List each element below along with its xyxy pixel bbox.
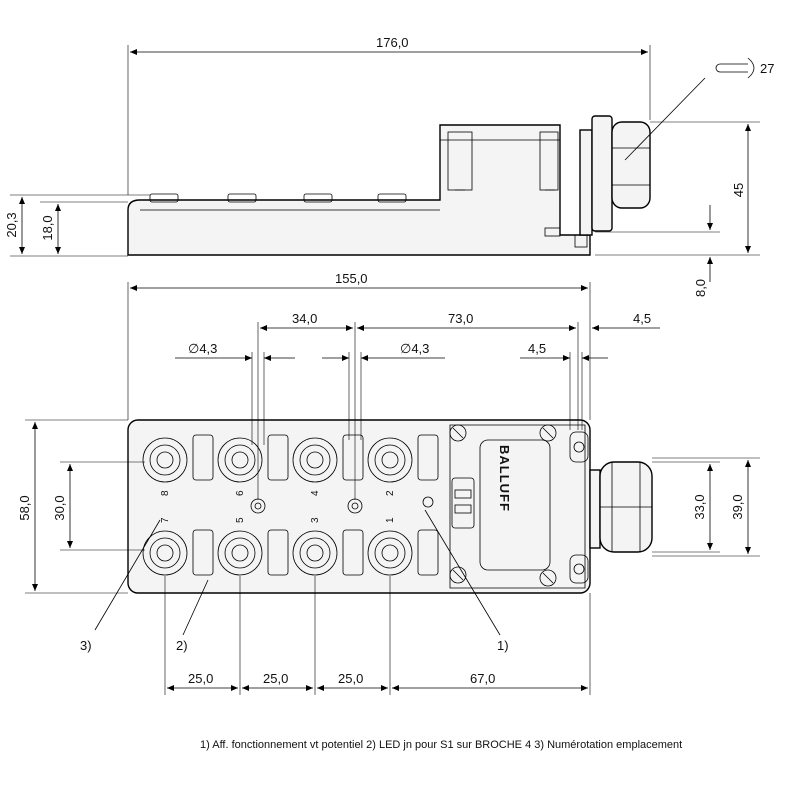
connector-port [142,437,188,483]
dim-height-18: 18,0 [40,215,55,240]
wrench-size-label: 27 [760,61,774,76]
callout-3: 3) [80,638,92,653]
dim-spacing-73: 73,0 [448,311,473,326]
port-number: 5 [235,517,246,523]
callout-1: 1) [497,638,509,653]
top-view: BALLUFF [17,271,760,695]
connector-port [367,530,413,576]
dim-hole-dia-right: ∅4,3 [400,341,429,356]
connector-port [367,437,413,483]
side-view: 27 176,0 45 8,0 20,3 18,0 [4,35,774,297]
dim-hole-dia-left: ∅4,3 [188,341,217,356]
connector-port [292,530,338,576]
dim-pitch-2: 25,0 [263,671,288,686]
dim-overall-length: 176,0 [376,35,409,50]
port-number: 4 [310,490,321,496]
cable-gland-top [589,461,653,553]
brand-logo: BALLUFF [497,445,512,512]
wrench-icon [715,57,755,79]
mounting-screws [449,424,589,587]
dim-offset-4-5-top: 4,5 [633,311,651,326]
port-number: 6 [235,490,246,496]
dim-height-20-3: 20,3 [4,212,19,237]
legend-note: 1) Aff. fonctionnement vt potentiel 2) L… [200,739,682,751]
connector-port [217,437,263,483]
port-number: 1 [385,517,396,523]
port-number: 3 [310,517,321,523]
callout-2: 2) [176,638,188,653]
cable-gland-side [579,115,651,236]
dim-width-30: 30,0 [52,495,67,520]
dim-spacing-34: 34,0 [292,311,317,326]
connector-port [217,530,263,576]
side-view-body [127,124,591,256]
connector-array [142,434,439,576]
top-view-body [127,419,591,594]
dim-width-39: 39,0 [730,494,745,519]
dim-body-length: 155,0 [335,271,368,286]
connector-port [292,437,338,483]
dim-height-45: 45 [731,183,746,197]
dim-height-8: 8,0 [693,279,708,297]
port-number: 7 [160,517,171,523]
connector-port [142,530,188,576]
port-number: 2 [385,490,396,496]
dim-width-33: 33,0 [692,494,707,519]
dim-offset-4-5: 4,5 [528,341,546,356]
dim-width-58: 58,0 [17,495,32,520]
dim-tail-67: 67,0 [470,671,495,686]
dim-pitch-1: 25,0 [188,671,213,686]
dim-pitch-3: 25,0 [338,671,363,686]
port-number: 8 [160,490,171,496]
